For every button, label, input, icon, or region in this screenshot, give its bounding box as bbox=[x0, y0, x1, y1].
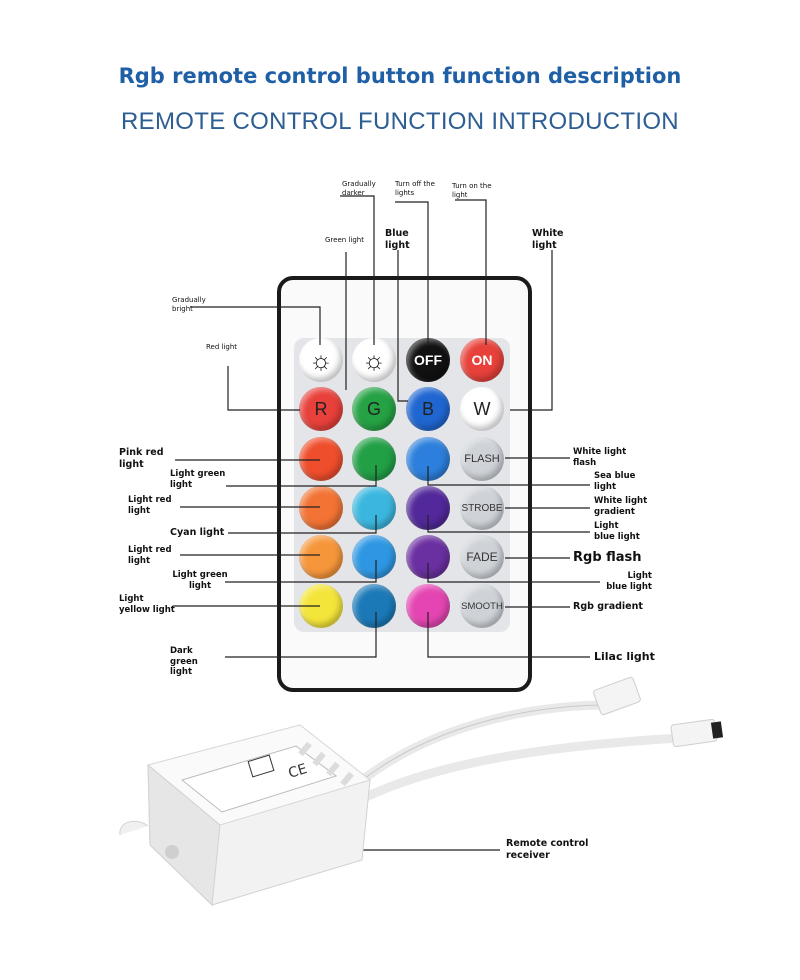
label-lilac: Lilac light bbox=[594, 650, 655, 663]
color-button-light-red-2[interactable] bbox=[299, 535, 343, 579]
page-title: Rgb remote control button function descr… bbox=[118, 64, 682, 88]
label-light-red-2: Light red light bbox=[128, 545, 172, 566]
color-button-pink-red[interactable] bbox=[299, 437, 343, 481]
label-cyan: Cyan light bbox=[170, 527, 225, 538]
label-light-blue-2: Light blue light bbox=[606, 571, 652, 592]
color-button-dark-green[interactable] bbox=[352, 584, 396, 628]
label-light-red-1: Light red light bbox=[128, 495, 172, 516]
label-blue-light: Blue light bbox=[385, 228, 410, 251]
label-rgb-flash: Rgb flash bbox=[573, 550, 642, 565]
color-button-light-green-2[interactable] bbox=[352, 535, 396, 579]
label-green-light: Green light bbox=[325, 236, 364, 244]
label-light-green: Light green light bbox=[170, 469, 226, 490]
label-white-gradient: White light gradient bbox=[594, 496, 648, 517]
label-pink-red: Pink red light bbox=[119, 447, 164, 470]
label-gradually-bright: Gradually bright bbox=[172, 296, 206, 313]
label-receiver: Remote control receiver bbox=[506, 838, 589, 861]
label-light-green-2: Light green light bbox=[172, 570, 228, 591]
label-white-light: White light bbox=[532, 228, 564, 251]
label-turn-on: Turn on the light bbox=[452, 182, 492, 199]
label-dark-green: Dark green light bbox=[170, 646, 198, 678]
color-button-light-red[interactable] bbox=[299, 486, 343, 530]
label-white-flash: White light flash bbox=[573, 447, 627, 468]
color-button-light-green[interactable] bbox=[352, 437, 396, 481]
page-subtitle: REMOTE CONTROL FUNCTION INTRODUCTION bbox=[121, 108, 679, 135]
label-gradually-darker: Gradually darker bbox=[342, 180, 376, 197]
label-rgb-gradient: Rgb gradient bbox=[573, 601, 643, 612]
label-turn-off: Turn off the lights bbox=[395, 180, 435, 197]
label-sea-blue: Sea blue light bbox=[594, 471, 636, 492]
svg-text:CE: CE bbox=[286, 761, 308, 782]
label-light-blue-1: Light blue light bbox=[594, 521, 640, 542]
label-red-light: Red light bbox=[206, 343, 238, 351]
color-button-cyan[interactable] bbox=[352, 486, 396, 530]
label-light-yellow: Light yellow light bbox=[119, 594, 175, 615]
